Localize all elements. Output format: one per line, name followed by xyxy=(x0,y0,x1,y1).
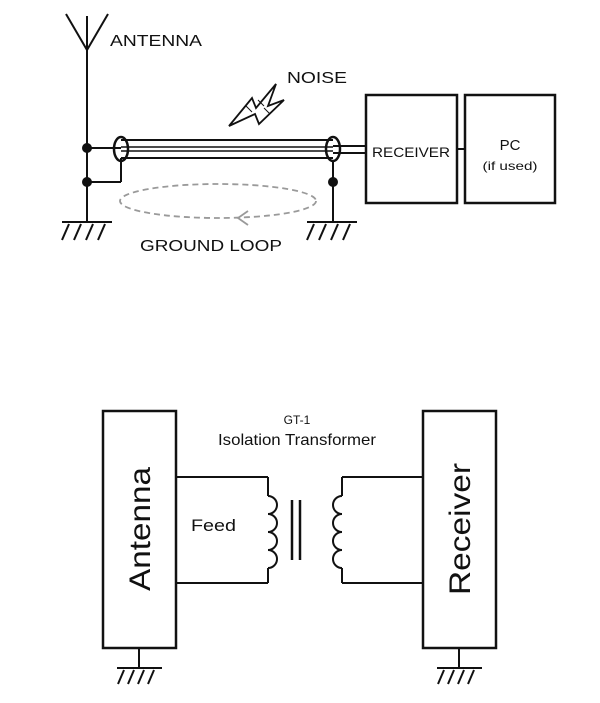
junction-dot xyxy=(82,177,92,187)
antenna-symbol xyxy=(65,13,109,148)
junction-dot xyxy=(328,177,338,187)
ground-loop-label: GROUND LOOP xyxy=(140,238,282,255)
left-ground-symbol xyxy=(61,221,112,241)
bottom-diagram-labels: GT-1 Isolation Transformer Feed Antenna … xyxy=(124,413,477,595)
bottom-diagram xyxy=(101,409,498,685)
secondary-winding xyxy=(332,476,423,584)
pc-sublabel: (if used) xyxy=(483,159,538,173)
left-ground-connection xyxy=(86,148,122,222)
noise-label: NOISE xyxy=(287,70,347,87)
primary-winding xyxy=(176,476,278,584)
pc-label: PC xyxy=(500,137,521,154)
transformer-model-label: GT-1 xyxy=(284,413,311,427)
antenna-box-label: Antenna xyxy=(124,467,157,591)
top-diagram-labels: ANTENNA NOISE GROUND LOOP RECEIVER PC (i… xyxy=(110,33,538,255)
receiver-label: RECEIVER xyxy=(372,144,450,160)
antenna-label: ANTENNA xyxy=(110,33,202,50)
antenna-ground-symbol xyxy=(117,648,162,685)
noise-bolt-hatch xyxy=(245,99,271,115)
ground-loop-arrow-icon xyxy=(236,210,249,226)
noise-bolt-icon xyxy=(228,83,285,127)
coax-cable xyxy=(87,135,366,163)
feed-label: Feed xyxy=(191,516,236,535)
receiver-ground-symbol xyxy=(437,648,482,685)
transformer-title-label: Isolation Transformer xyxy=(218,432,377,449)
top-diagram xyxy=(61,13,557,241)
ground-loop-path xyxy=(119,183,317,226)
right-ground-symbol xyxy=(306,221,357,241)
receiver-box-label: Receiver xyxy=(444,463,477,595)
